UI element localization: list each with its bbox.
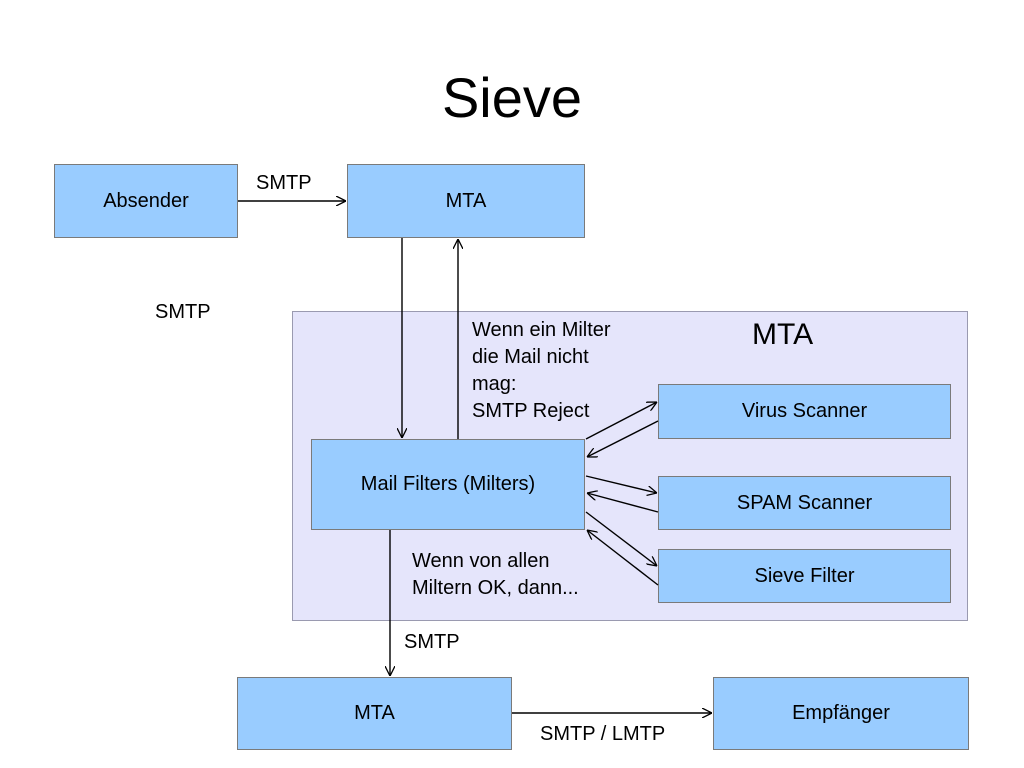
reject-note-line: die Mail nicht [472, 346, 589, 368]
reject-note: Wenn ein Milter die Mail nicht mag: SMTP… [472, 317, 611, 425]
absender-node: Absender [54, 164, 238, 238]
mail-filters-label: Mail Filters (Milters) [360, 473, 536, 495]
filters-to-virus-arrow [585, 402, 657, 440]
absender-label: Absender [103, 189, 189, 212]
ok-note-line: Miltern OK, dann... [412, 577, 579, 599]
filters-to-spam-arrow [585, 475, 657, 493]
filters-to-sieve-arrow [585, 511, 657, 566]
reject-note-line: mag: [472, 373, 517, 395]
mail-filters-node: Mail Filters (Milters) [311, 439, 585, 530]
empfaenger-node: Empfänger [713, 677, 969, 750]
virus-scanner-node: Virus Scanner [658, 384, 951, 439]
smtp-left-label: SMTP [155, 301, 211, 323]
sieve-filter-label: Sieve Filter [754, 564, 855, 587]
smtp-top-label: SMTP [256, 172, 312, 194]
smtp-bottom-label: SMTP [404, 631, 460, 653]
ok-note-line: Wenn von allen [412, 550, 550, 572]
spam-scanner-node: SPAM Scanner [658, 476, 951, 530]
mta-top-node: MTA [347, 164, 585, 238]
mta-bottom-node: MTA [237, 677, 512, 750]
page-title: Sieve [441, 66, 583, 129]
spam-to-filters-arrow [587, 493, 659, 513]
reject-note-line: SMTP Reject [472, 400, 590, 422]
virus-to-filters-arrow [587, 420, 659, 457]
sieve-to-filters-arrow [587, 530, 659, 586]
ok-note: Wenn von allen Miltern OK, dann... [412, 548, 579, 602]
empfaenger-label: Empfänger [792, 702, 890, 724]
sieve-filter-node: Sieve Filter [658, 549, 951, 603]
smtp-lmtp-label: SMTP / LMTP [540, 723, 666, 745]
mta-top-label: MTA [445, 189, 487, 212]
virus-scanner-label: Virus Scanner [741, 400, 868, 422]
mta-group-label: MTA [752, 318, 814, 351]
reject-note-line: Wenn ein Milter [472, 319, 611, 341]
mta-bottom-label: MTA [354, 702, 395, 724]
spam-scanner-label: SPAM Scanner [736, 491, 873, 514]
